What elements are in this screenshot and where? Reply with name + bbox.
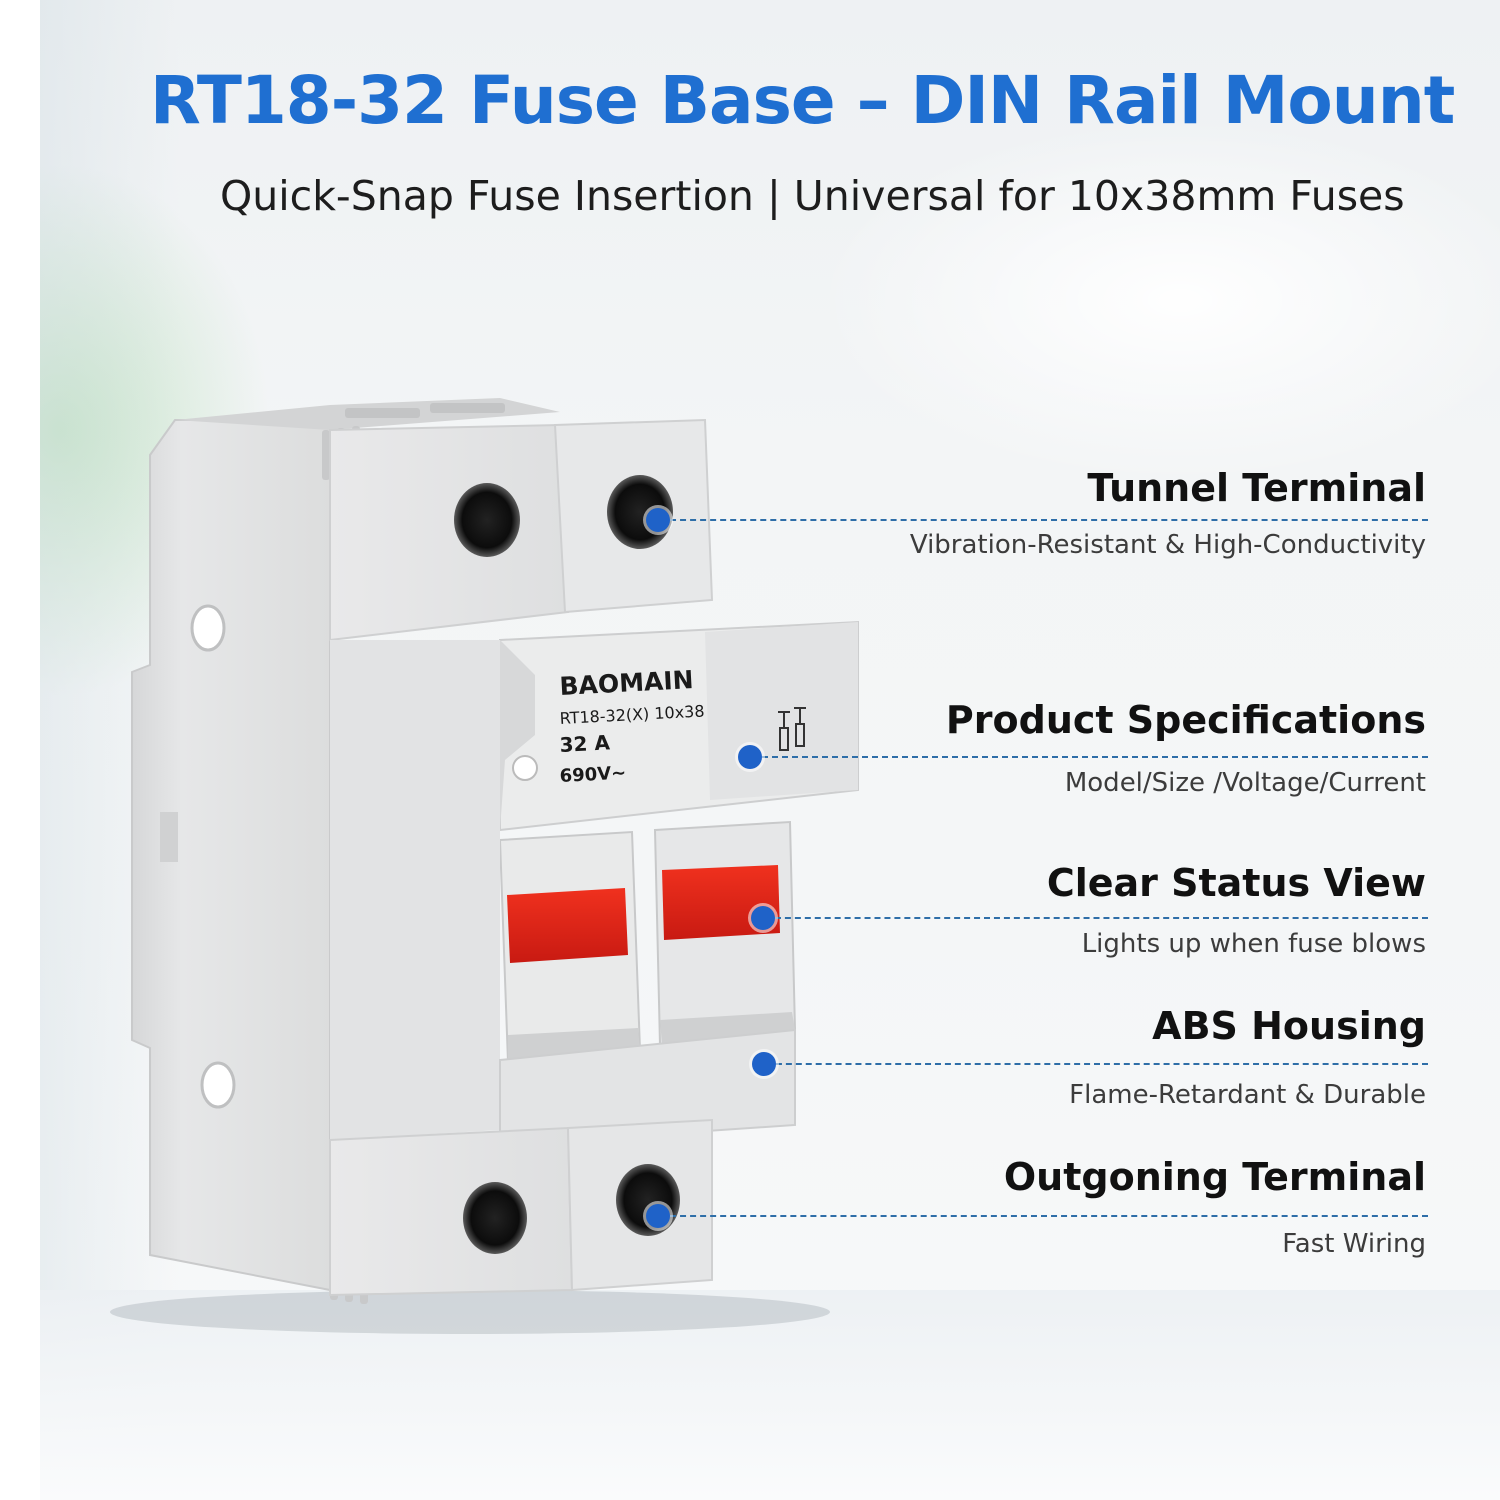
device-shadow (110, 1290, 830, 1334)
bottom-terminal-block (329, 1126, 574, 1297)
top-terminal-block (329, 423, 570, 642)
callout-dot (646, 1204, 670, 1228)
leader-line (660, 519, 1428, 521)
feature-description: Model/Size /Voltage/Current (1064, 768, 1426, 798)
feature-description: Fast Wiring (1282, 1229, 1426, 1259)
callout-dot (752, 1052, 776, 1076)
carrier-groove-left (508, 1028, 640, 1062)
feature-title: ABS Housing (1152, 1004, 1426, 1048)
leader-line (765, 917, 1428, 919)
status-indicator-left (507, 888, 628, 963)
carrier-groove-right (660, 1012, 795, 1045)
top-slot-1 (345, 408, 420, 418)
feature-description: Lights up when fuse blows (1081, 929, 1426, 959)
bottom-terminal-hole-left (463, 1182, 527, 1254)
side-mount-hole-top (190, 604, 226, 652)
feature-title: Tunnel Terminal (1087, 466, 1426, 510)
callout-dot (751, 906, 775, 930)
top-terminal-hole-left (454, 483, 520, 557)
label-brand: BAOMAIN (559, 665, 694, 701)
latch-notch (500, 640, 535, 830)
leader-line (766, 1063, 1428, 1065)
leader-line (752, 756, 1428, 758)
bottom-terminal-hole-right (616, 1164, 680, 1236)
side-rib-1 (160, 812, 178, 862)
callout-dot (738, 745, 762, 769)
feature-title: Product Specifications (945, 698, 1426, 742)
feature-title: Clear Status View (1046, 861, 1426, 905)
feature-description: Vibration-Resistant & High-Conductivity (909, 530, 1426, 560)
left-margin (0, 0, 40, 1500)
feature-title: Outgoning Terminal (1003, 1155, 1426, 1199)
status-indicator-right (662, 865, 780, 940)
label-voltage: 690V~ (559, 763, 627, 787)
label-current: 32 A (559, 730, 611, 757)
leader-line (660, 1215, 1428, 1217)
side-mount-hole-bottom (200, 1061, 236, 1109)
lower-body (330, 640, 500, 1140)
feature-description: Flame-Retardant & Durable (1069, 1080, 1426, 1110)
lower-mid-body (499, 1028, 796, 1147)
top-slot-2 (430, 403, 505, 413)
background-floor (40, 1290, 1500, 1500)
latch-hole (512, 755, 538, 781)
fuse-symbol-icon (778, 707, 806, 751)
callout-dot (646, 508, 670, 532)
page-subtitle: Quick-Snap Fuse Insertion | Universal fo… (220, 172, 1405, 220)
page-title: RT18-32 Fuse Base – DIN Rail Mount (150, 62, 1455, 139)
